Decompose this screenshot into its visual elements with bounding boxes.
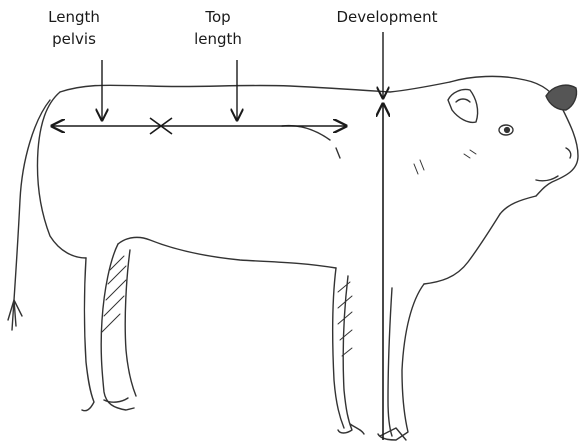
cow-tail-switch [8,300,22,330]
cow-nostril [566,148,571,158]
cow-hatch-front [338,282,352,356]
cow-front-leg-inner [388,288,392,436]
cow-fold-4 [464,150,476,158]
cow-hatch-hind [102,256,126,332]
cow-neck-outline [424,214,500,284]
cow-hind-leg-near [101,244,134,410]
cow-belly-outline [118,237,336,268]
cow-tail [14,100,50,300]
cow-pupil [505,128,510,133]
cow-hind-leg-far [125,250,136,396]
cow-fold-1 [282,126,330,140]
cow-ear-left [448,89,478,122]
cow-hind-leg-near-back [82,258,94,411]
cow-back-outline [60,82,450,92]
cow-front-leg-far [338,276,352,433]
cow-fold-2 [336,148,340,158]
cow-front-leg-near [378,284,424,440]
cow-rump-outline [38,92,87,258]
cow-ear-right [546,85,577,110]
cow-illustration [8,76,578,440]
cow-ear-inner [456,99,470,102]
cow-jaw [500,196,536,214]
cow-fold-3 [414,160,424,174]
